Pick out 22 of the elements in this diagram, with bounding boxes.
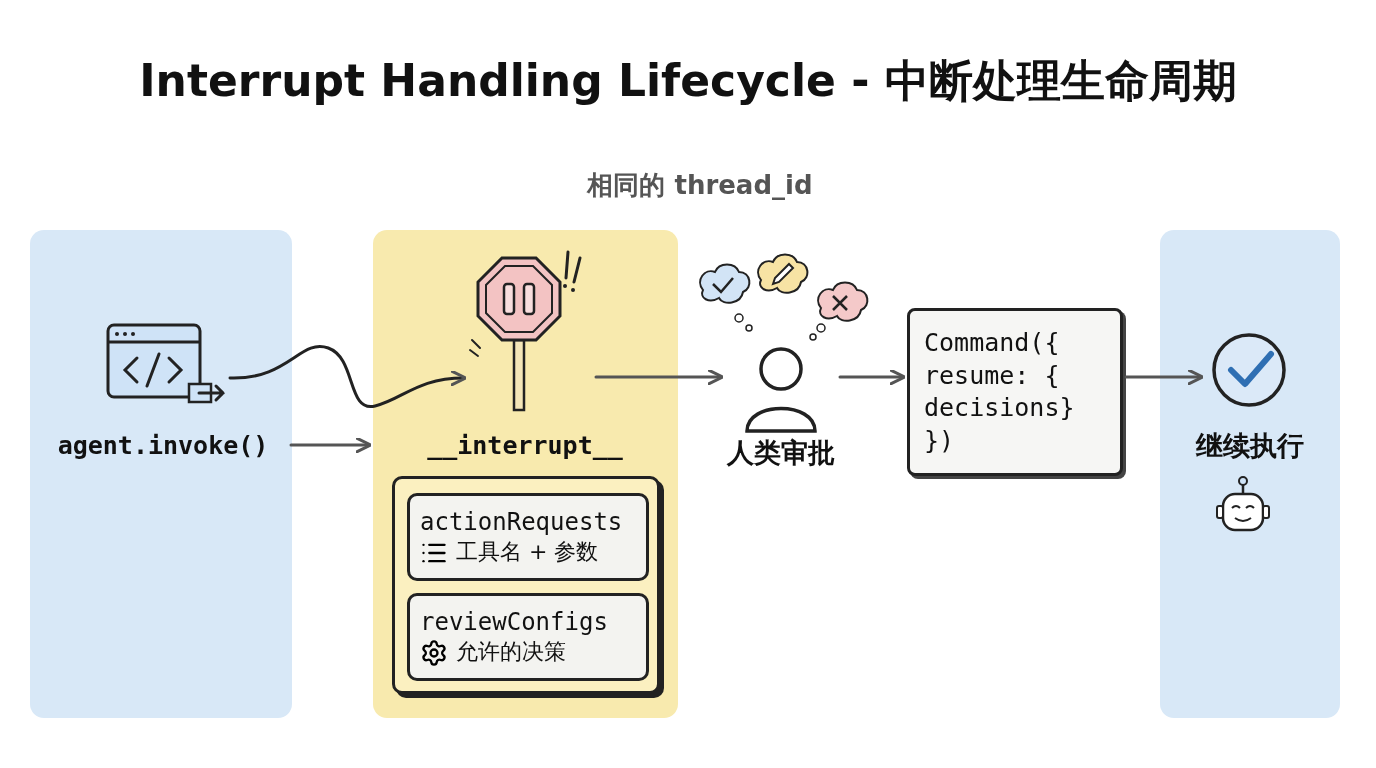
field-description: 允许的决策 <box>456 638 566 667</box>
code-label: agent.invoke() <box>57 429 269 462</box>
annotation-label: 相同的 thread_id <box>585 169 814 202</box>
arrow <box>228 345 467 408</box>
arrow <box>594 368 724 386</box>
panel-background <box>1160 230 1340 718</box>
panel-background <box>373 230 678 718</box>
info-card <box>407 593 649 681</box>
field-name: actionRequests <box>420 507 623 539</box>
diagram-title: Interrupt Handling Lifecycle - 中断处理生命周期 <box>138 54 1238 108</box>
step-label: 人类审批 <box>727 435 835 470</box>
panel-background <box>30 230 292 718</box>
code-text: Command({ resume: { decisions} }) <box>924 327 1076 457</box>
field-description: 工具名 + 参数 <box>456 538 599 567</box>
arrow <box>1124 368 1204 386</box>
code-box <box>907 308 1123 476</box>
arrow <box>289 436 372 454</box>
code-label: __interrupt__ <box>427 429 623 462</box>
arrow <box>838 368 906 386</box>
field-name: reviewConfigs <box>420 607 608 639</box>
step-label: 继续执行 <box>1196 429 1304 464</box>
info-card <box>407 493 649 581</box>
